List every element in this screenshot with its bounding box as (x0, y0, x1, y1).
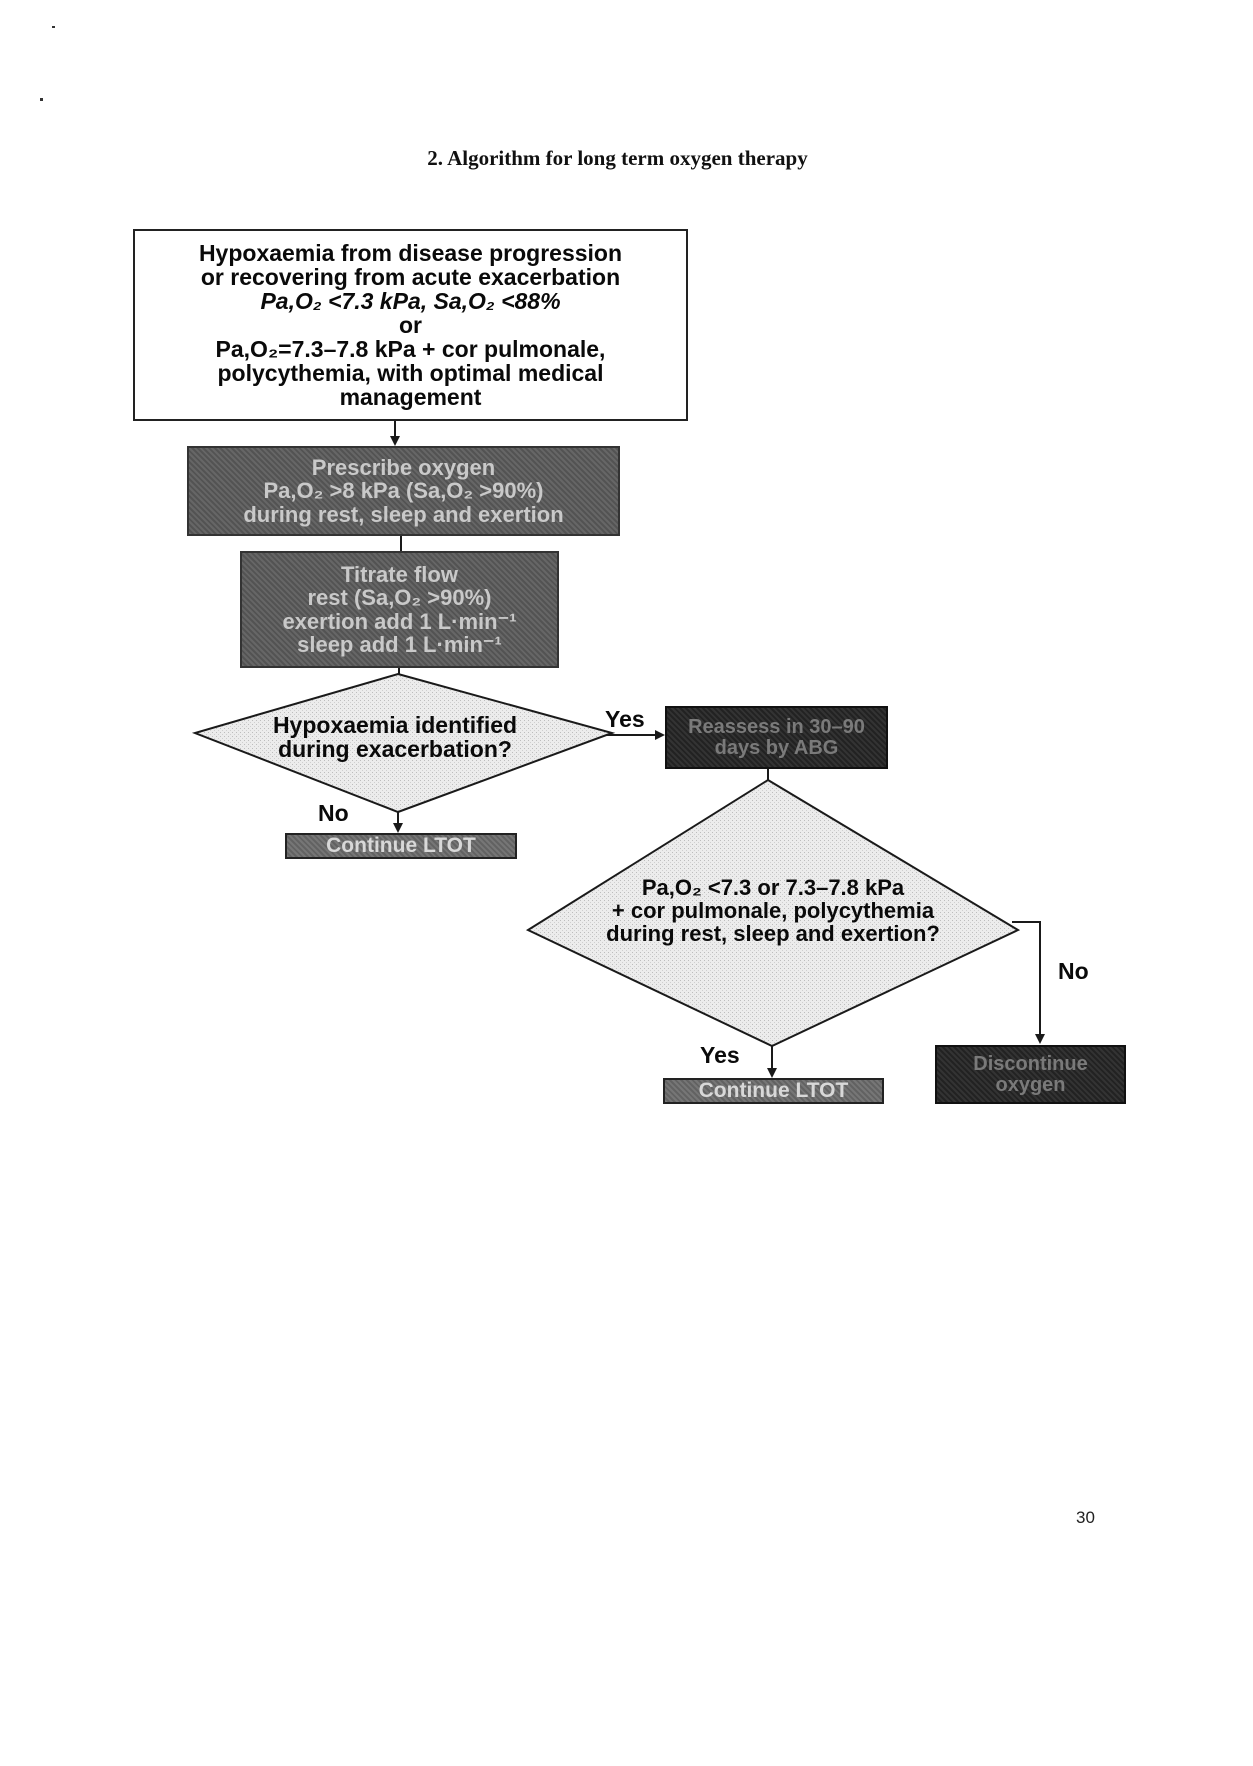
prescribe-line: during rest, sleep and exertion (243, 501, 564, 527)
prescribe-oxygen-box: Prescribe oxygen Pa,O₂ >8 kPa (Sa,O₂ >90… (187, 446, 620, 536)
edge-label-yes: Yes (605, 706, 645, 732)
start-line: polycythemia, with optimal medical (217, 360, 604, 387)
start-line: management (339, 384, 482, 411)
start-line: Pa,O₂=7.3–7.8 kPa + cor pulmonale, (215, 336, 606, 363)
start-line: or recovering from acute exacerbation (200, 263, 621, 290)
edge-label-no: No (318, 800, 349, 826)
arrow-decision2-no (1012, 921, 1045, 1044)
decision2-line: Pa,O₂ <7.3 or 7.3–7.8 kPa (641, 875, 905, 900)
discontinue-oxygen-box: Discontinue oxygen (935, 1045, 1126, 1104)
prescribe-line: Prescribe oxygen (311, 455, 496, 481)
scan-speck (52, 26, 55, 28)
decision1-line: during exacerbation? (278, 736, 512, 763)
titrate-line: sleep add 1 L·min⁻¹ (297, 631, 502, 657)
discontinue-line: oxygen (995, 1073, 1066, 1096)
start-line: Hypoxaemia from disease progression (198, 239, 623, 266)
continue1-label: Continue LTOT (326, 833, 476, 857)
edge-label-no: No (1058, 958, 1089, 984)
continue-ltot-box: Continue LTOT (285, 833, 517, 859)
page-number: 30 (1076, 1508, 1095, 1527)
titrate-line: rest (Sa,O₂ >90%) (307, 585, 492, 611)
continue2-label: Continue LTOT (698, 1078, 849, 1102)
decision1-line: Hypoxaemia identified (272, 712, 518, 738)
scan-speck (40, 98, 43, 101)
prescribe-line: Pa,O₂ >8 kPa (Sa,O₂ >90%) (263, 478, 544, 504)
start-line: or (399, 311, 422, 338)
discontinue-line: Discontinue (973, 1052, 1088, 1075)
reassess-line: days by ABG (714, 736, 839, 759)
titrate-line: exertion add 1 L·min⁻¹ (282, 608, 517, 634)
reassess-line: Reassess in 30–90 (688, 715, 865, 738)
titrate-line: Titrate flow (341, 562, 458, 588)
decision2-line: + cor pulmonale, polycythemia (611, 898, 935, 924)
continue-ltot-box: Continue LTOT (663, 1078, 884, 1104)
start-box: Hypoxaemia from disease progression or r… (133, 229, 688, 421)
reassess-box: Reassess in 30–90 days by ABG (665, 706, 888, 769)
decision1-text: Hypoxaemia identified during exacerbatio… (225, 713, 565, 761)
decision2-line: during rest, sleep and exertion? (606, 921, 940, 947)
start-line: Pa,O₂ <7.3 kPa, Sa,O₂ <88% (260, 287, 561, 314)
decision2-text: Pa,O₂ <7.3 or 7.3–7.8 kPa + cor pulmonal… (548, 876, 998, 945)
titrate-flow-box: Titrate flow rest (Sa,O₂ >90%) exertion … (240, 551, 559, 668)
edge-label-yes: Yes (700, 1042, 740, 1068)
page-title: 2. Algorithm for long term oxygen therap… (427, 146, 808, 170)
